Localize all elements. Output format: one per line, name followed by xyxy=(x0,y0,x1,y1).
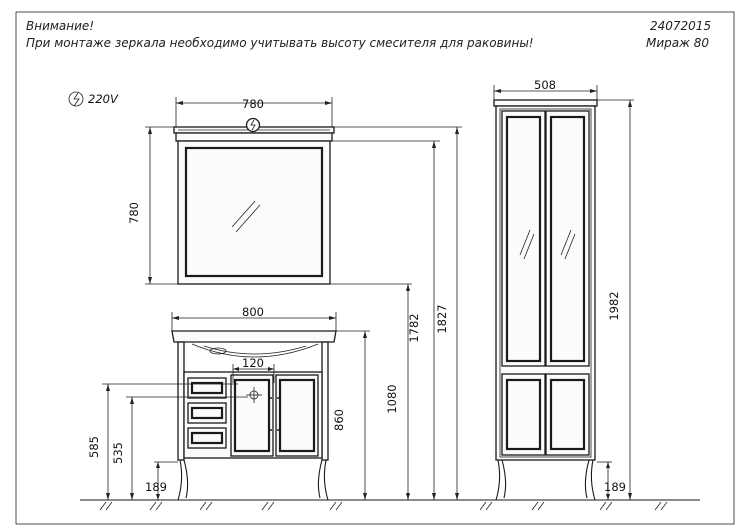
sheet-border xyxy=(15,11,735,525)
vanity-height-dimension xyxy=(336,330,370,500)
mirror-height-label: 780 xyxy=(127,202,141,224)
leg-height-left-label: 189 xyxy=(145,480,167,494)
mirror xyxy=(173,117,335,285)
vanity-height-label: 860 xyxy=(332,409,346,431)
mixer-offset-dimension xyxy=(232,364,275,383)
mirror-width-label: 780 xyxy=(242,97,264,111)
vanity-width-label: 800 xyxy=(242,305,264,319)
drain-height-585-label: 585 xyxy=(87,436,101,458)
drain-height-dimensions xyxy=(102,383,248,500)
warning-title: Внимание! xyxy=(26,19,95,33)
vanity-width-dimension xyxy=(171,312,337,331)
mixer-offset-label: 120 xyxy=(242,356,264,370)
power-label: 220V xyxy=(88,92,119,106)
mirror-height-dimension xyxy=(145,126,178,285)
cabinet-width-dimension xyxy=(493,85,598,100)
tall-cabinet xyxy=(493,99,598,501)
vanity xyxy=(171,330,337,501)
cabinet-width-label: 508 xyxy=(534,78,556,92)
mirror-top-height-dimension xyxy=(332,140,440,500)
cabinet-height-dimension xyxy=(597,99,634,500)
warning-text: При монтаже зеркала необходимо учитывать… xyxy=(26,36,534,50)
mirror-top-height-label: 1782 xyxy=(407,313,421,342)
leg-height-right-dimension xyxy=(597,461,612,500)
mirror-bottom-height-dimension xyxy=(330,283,412,500)
electric-hazard-icon xyxy=(68,91,84,107)
document-code: 24072015 xyxy=(650,19,712,33)
mirror-width-dimension xyxy=(175,97,333,127)
floor-hatch xyxy=(99,501,668,511)
leg-height-right-label: 189 xyxy=(604,480,626,494)
mirror-bottom-height-label: 1080 xyxy=(385,384,399,413)
light-top-height-dimension xyxy=(334,126,462,500)
model-name: Мираж 80 xyxy=(646,36,710,50)
drain-height-535-label: 535 xyxy=(111,442,125,464)
cabinet-height-label: 1982 xyxy=(607,291,621,320)
light-top-height-label: 1827 xyxy=(435,304,449,333)
leg-height-left-dimension xyxy=(154,461,178,500)
